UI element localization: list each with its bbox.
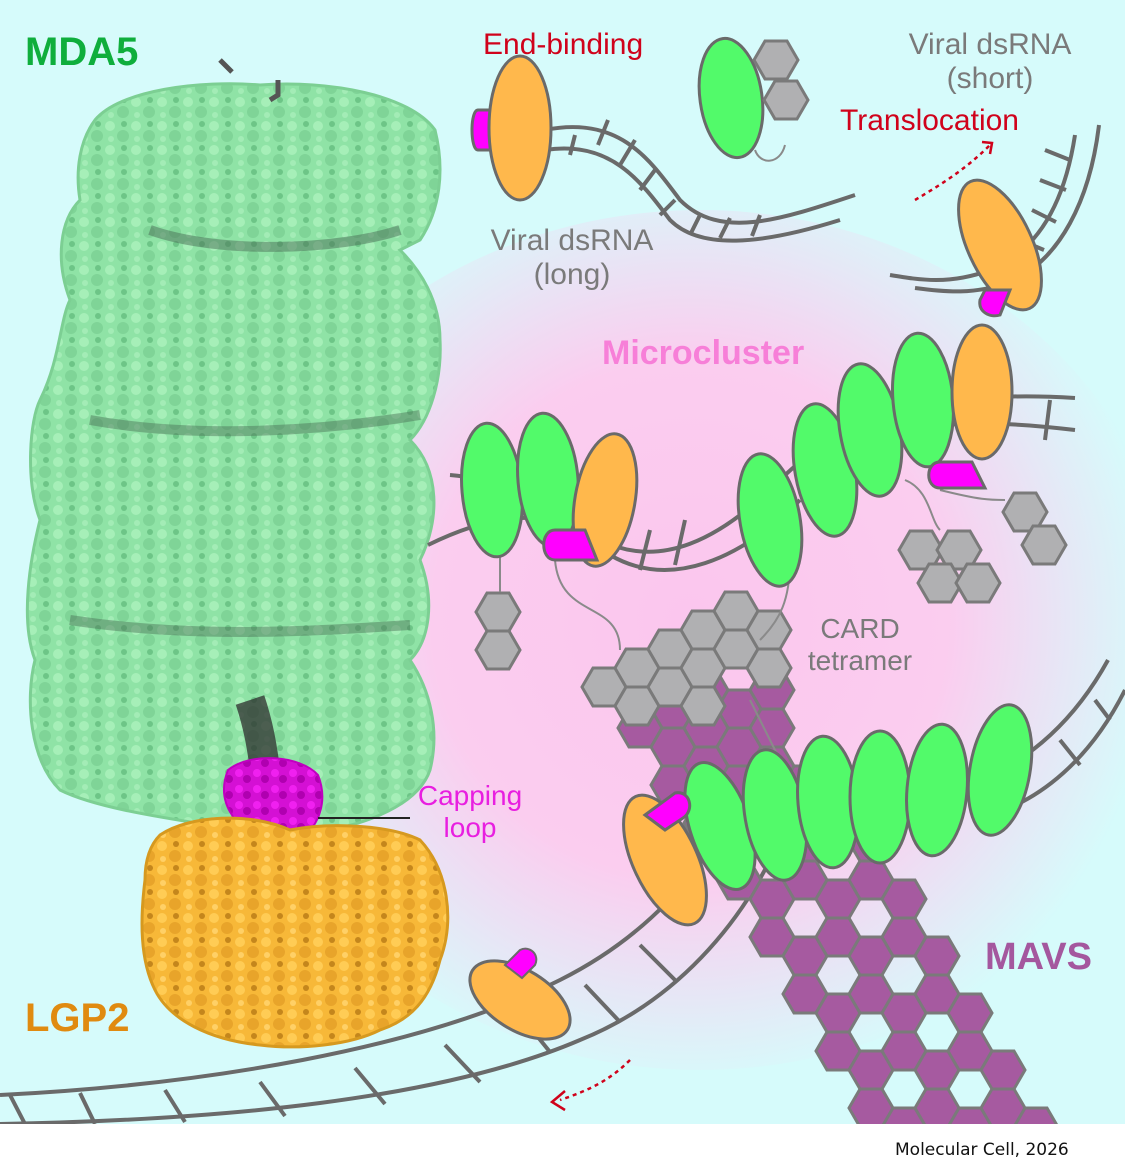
card-tetramer-label: CARD tetramer: [807, 613, 913, 676]
diagram-canvas: [0, 0, 1125, 1124]
capping-loop-label: Capping loop: [417, 780, 523, 843]
mavs-label: MAVS: [985, 936, 1092, 978]
translocation-diagram: [889, 124, 1101, 318]
mda5-label: MDA5: [25, 30, 139, 74]
mda5-filament-structure: [25, 58, 442, 832]
viral-dsrna-short-label: Viral dsRNA (short): [908, 28, 1072, 95]
microcluster-proteins: [460, 323, 1014, 588]
lgp2-label: LGP2: [25, 996, 130, 1040]
lgp2-structure: [140, 816, 450, 1049]
microcluster-label: Microcluster: [602, 334, 805, 372]
translocation-label: Translocation: [840, 104, 1019, 137]
figure-panel: MDA5 LGP2 MAVS Microcluster End-binding …: [0, 0, 1125, 1124]
viral-dsrna-long-label: Viral dsRNA (long): [490, 224, 654, 291]
end-binding-diagram: [470, 36, 856, 243]
card-linkers: [499, 479, 1006, 761]
mavs-bound-filament: [622, 703, 1034, 927]
sliding-lgp2: [468, 947, 631, 1112]
citation: Molecular Cell, 2026: [895, 1140, 1069, 1160]
end-binding-label: End-binding: [483, 28, 644, 61]
